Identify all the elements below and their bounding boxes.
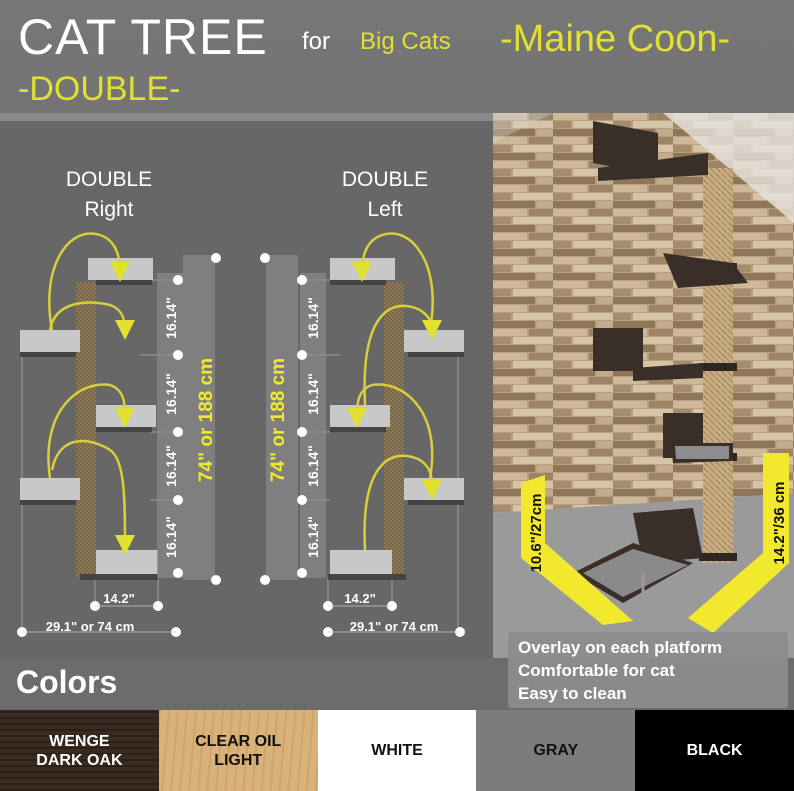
diagram-right-title: DOUBLE Right (44, 165, 174, 225)
right-shelf-2 (20, 330, 80, 352)
diagram-left-title-line2: Left (367, 198, 403, 221)
photo-dim-bracket-left (521, 475, 633, 625)
swatch-clear-oil-line1: CLEAR OIL (195, 732, 282, 750)
left-arrows (347, 232, 442, 551)
swatch-wenge-line2: DARK OAK (36, 751, 123, 769)
diagram-right: 16.14" 16.14" 16.14" 16.14" 74" or 188 c… (17, 232, 221, 637)
overlay-caption-line-2: Comfortable for cat (518, 661, 675, 680)
left-step-label-1: 16.14" (305, 297, 321, 339)
overlay-caption-line-3: Easy to clean (518, 684, 627, 703)
right-shelf-width-label: 14.2" (103, 591, 134, 606)
left-step-label-2: 16.14" (305, 373, 321, 415)
right-shelf-4 (20, 478, 80, 500)
right-post (76, 282, 96, 577)
title-big-cats: Big Cats (360, 28, 451, 55)
right-shelves (20, 258, 158, 580)
left-height-label: 74" or 188 cm (268, 358, 289, 482)
left-shelf-4 (404, 478, 464, 500)
product-photo-illustration: 10.6"/27cm 14.2"/36 cm (493, 113, 794, 658)
left-shelf-5 (330, 550, 392, 574)
photo-dim-right-label: 14.2"/36 cm (771, 481, 788, 564)
header-divider (0, 113, 794, 121)
left-total-width-label: 29.1" or 74 cm (350, 619, 439, 634)
title-variant: -DOUBLE- (18, 70, 181, 108)
overlay-caption-line-1: Overlay on each platform (518, 638, 723, 657)
swatch-black[interactable]: BLACK (635, 710, 794, 791)
swatch-gray-label: GRAY (533, 742, 579, 759)
photo-dim-left-label: 10.6"/27cm (528, 494, 545, 573)
right-step-label-2: 16.14" (163, 373, 179, 415)
product-photo: 10.6"/27cm 14.2"/36 cm (493, 113, 794, 658)
dimension-diagrams: 16.14" 16.14" 16.14" 16.14" 74" or 188 c… (17, 232, 465, 637)
title-for-text: for (302, 28, 331, 55)
left-shelf-2 (404, 330, 464, 352)
title-breed: -Maine Coon- (500, 18, 731, 60)
right-arrows (47, 232, 135, 555)
diagram-left: 16.14" 16.14" 16.14" 16.14" 74" or 188 c… (260, 232, 465, 637)
diagram-right-title-line2: Right (84, 198, 134, 221)
right-total-width-label: 29.1" or 74 cm (46, 619, 135, 634)
left-shelf-width-label: 14.2" (344, 591, 375, 606)
right-height-label: 74" or 188 cm (196, 358, 217, 482)
swatch-gray[interactable]: GRAY (476, 710, 636, 791)
swatch-wenge-line1: WENGE (49, 732, 110, 750)
right-step-label-1: 16.14" (163, 297, 179, 339)
colors-heading: Colors (16, 664, 118, 700)
left-post (384, 282, 404, 577)
left-step-label-4: 16.14" (305, 516, 321, 558)
page-title: CAT TREE (18, 9, 268, 65)
swatch-white[interactable]: WHITE (317, 710, 477, 791)
diagram-left-title-line1: DOUBLE (341, 168, 429, 191)
swatch-black-label: BLACK (686, 742, 743, 759)
left-shelf-3 (330, 405, 390, 427)
swatch-clear-oil-line2: LIGHT (214, 751, 263, 769)
right-step-label-3: 16.14" (163, 445, 179, 487)
right-step-label-4: 16.14" (163, 516, 179, 558)
diagram-left-title: DOUBLE Left (320, 165, 450, 225)
overlay-caption-box (508, 632, 788, 708)
left-step-label-3: 16.14" (305, 445, 321, 487)
diagram-right-title-line1: DOUBLE (65, 168, 153, 191)
right-shelf-5 (96, 550, 158, 574)
swatch-white-label: WHITE (371, 742, 423, 759)
right-dimension-dots (17, 253, 221, 637)
photo-dim-bracket-right (688, 453, 789, 633)
